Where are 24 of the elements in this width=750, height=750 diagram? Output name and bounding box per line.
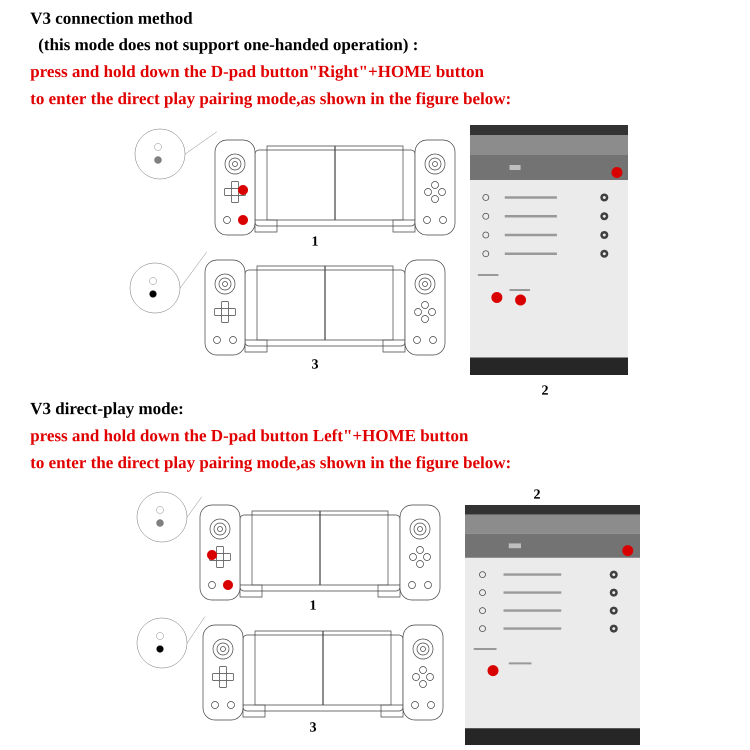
figure-number: 1	[312, 236, 318, 246]
figure-number: 3	[312, 359, 318, 369]
figure-number: 2	[534, 489, 540, 499]
inset-circle	[130, 262, 180, 314]
gamepad-drawing	[214, 140, 456, 236]
instruction-text: press and hold down the D-pad button Left"+HOME button	[30, 429, 468, 445]
instruction-text: press and hold down the D-pad button"Right"+HOME button	[30, 65, 484, 81]
inset-circle	[136, 492, 188, 542]
gamepad-drawing	[204, 260, 446, 356]
inset-circle	[134, 128, 186, 180]
leader-line	[185, 132, 217, 154]
note-text: (this mode does not support one-handed operation) :	[38, 38, 417, 54]
heading: V3 direct-play mode:	[30, 402, 182, 418]
heading: V3 connection method	[30, 12, 192, 24]
instruction-text: to enter the direct play pairing mode,as shown in the figure below:	[30, 456, 510, 472]
figure-number: 1	[310, 600, 316, 610]
leader-line	[187, 496, 202, 518]
gamepad-drawing	[202, 624, 444, 720]
figure-number: 2	[542, 385, 548, 395]
gamepad-drawing	[200, 504, 440, 600]
inset-circle	[136, 618, 188, 668]
instruction-text: to enter the direct play pairing mode,as shown in the figure below:	[30, 92, 510, 108]
leader-line	[180, 252, 207, 288]
leader-line	[187, 616, 205, 644]
